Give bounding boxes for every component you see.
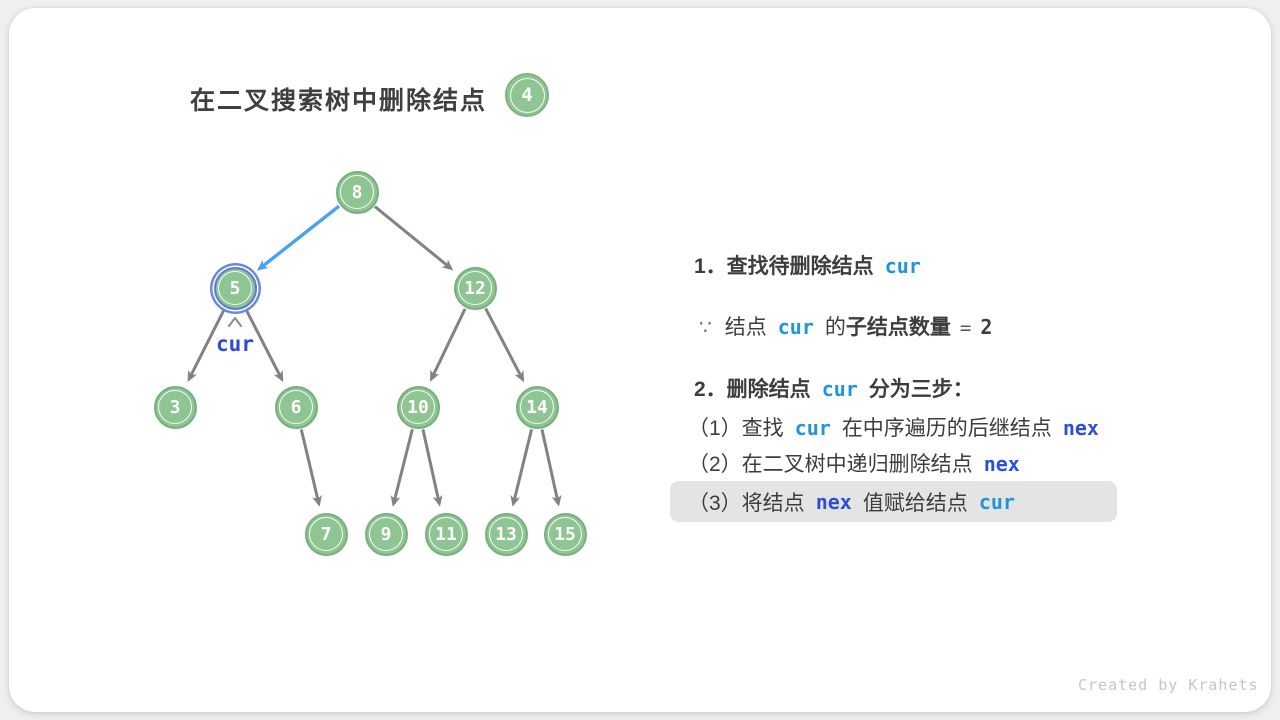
code-nex: nex bbox=[983, 452, 1020, 476]
tree-edge-14-13 bbox=[510, 428, 534, 507]
tree-node-15: 15 bbox=[543, 512, 587, 556]
note-text: （3）将结点 bbox=[688, 491, 805, 515]
tree-node-6: 6 bbox=[274, 385, 318, 429]
note-text: 值赋给结点 bbox=[862, 491, 968, 515]
tree-edge-10-11 bbox=[421, 429, 443, 507]
caret-up-icon bbox=[227, 316, 243, 328]
page-title: 在二叉搜索树中删除结点 bbox=[190, 87, 488, 115]
equals-sign: = bbox=[959, 317, 972, 339]
code-nex: nex bbox=[1062, 416, 1099, 440]
tree-node-5-cur: 5 bbox=[213, 266, 257, 310]
code-cur: cur bbox=[821, 377, 858, 401]
tree-node-7: 7 bbox=[304, 512, 348, 556]
note-text: 1．查找待删除结点 bbox=[694, 255, 874, 278]
node-value: 9 bbox=[380, 523, 392, 545]
node-value: 5 bbox=[229, 277, 241, 299]
cur-pointer-label: cur bbox=[216, 332, 254, 356]
code-cur: cur bbox=[794, 416, 831, 440]
tree-node-11: 11 bbox=[424, 512, 468, 556]
tree-edge-10-9 bbox=[390, 428, 414, 507]
tree-node-10: 10 bbox=[396, 385, 440, 429]
tree-edge-6-7 bbox=[299, 429, 322, 507]
tree-edge-12-14 bbox=[484, 307, 525, 383]
note-text: 分为三步： bbox=[868, 378, 974, 401]
tree-node-12: 12 bbox=[453, 266, 497, 310]
node-value: 14 bbox=[526, 396, 548, 418]
note-text: 结点 bbox=[724, 316, 767, 339]
note-text: 2．删除结点 bbox=[694, 378, 811, 401]
node-value: 11 bbox=[435, 523, 457, 545]
watermark: Created by Krahets bbox=[1078, 676, 1259, 694]
code-cur: cur bbox=[777, 315, 814, 339]
note-text: 在中序遍历的后继结点 bbox=[841, 417, 1052, 440]
code-nex: nex bbox=[815, 489, 852, 514]
child-count-value: 2 bbox=[980, 315, 993, 339]
node-value: 3 bbox=[169, 396, 181, 418]
note-line-6-highlighted: （3）将结点 nex 值赋给结点 cur bbox=[670, 481, 1117, 522]
note-text: （2）在二叉树中递归删除结点 bbox=[688, 453, 973, 476]
node-value: 15 bbox=[554, 523, 576, 545]
node-value: 7 bbox=[320, 523, 332, 545]
step-number-badge: 4 bbox=[505, 73, 549, 117]
node-value: 12 bbox=[464, 277, 486, 299]
tree-edge-14-15 bbox=[540, 429, 562, 507]
note-text-bold: 子结点数量 bbox=[845, 316, 951, 339]
note-line-1: 1．查找待删除结点 cur bbox=[694, 251, 932, 282]
tree-node-8: 8 bbox=[335, 170, 379, 214]
note-text: （1）查找 bbox=[688, 417, 784, 440]
note-line-3: 2．删除结点 cur 分为三步： bbox=[694, 374, 974, 405]
node-value: 8 bbox=[351, 181, 363, 203]
tree-node-13: 13 bbox=[484, 512, 528, 556]
note-line-5: （2）在二叉树中递归删除结点 nex bbox=[688, 449, 1031, 480]
node-value: 10 bbox=[407, 396, 429, 418]
code-cur: cur bbox=[978, 489, 1015, 514]
node-value: 13 bbox=[495, 523, 517, 545]
note-line-4: （1）查找 cur 在中序遍历的后继结点 nex bbox=[688, 413, 1110, 444]
note-line-2: ∵ 结点 cur 的子结点数量 = 2 bbox=[699, 312, 992, 343]
tree-edge-8-12 bbox=[373, 205, 454, 271]
node-value: 6 bbox=[290, 396, 302, 418]
tree-edge-12-10 bbox=[430, 308, 467, 382]
tree-node-3: 3 bbox=[153, 385, 197, 429]
step-number: 4 bbox=[521, 84, 533, 106]
note-text: 的 bbox=[824, 316, 846, 339]
tree-node-14: 14 bbox=[515, 385, 559, 429]
because-symbol: ∵ bbox=[699, 317, 712, 339]
code-cur: cur bbox=[884, 254, 921, 278]
tree-edge-8-5 bbox=[257, 204, 340, 271]
tree-node-9: 9 bbox=[364, 512, 408, 556]
